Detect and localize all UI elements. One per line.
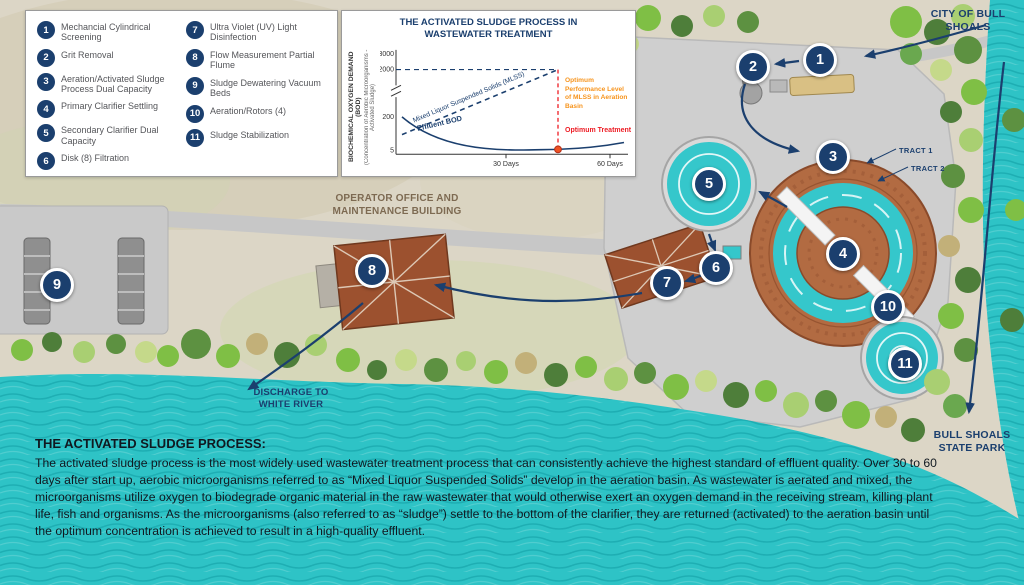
legend-item-6: 6 Disk (8) Filtration [37,151,180,171]
optimum-point [554,145,562,154]
legend-number-badge: 7 [186,21,204,39]
map-marker-1: 1 [803,43,837,77]
process-description: THE ACTIVATED SLUDGE PROCESS: The activa… [35,436,941,540]
y-tick-200: 200 [382,114,394,121]
bull-shoals-state-park-label: BULL SHOALS STATE PARK [933,429,1011,455]
legend-item-label: Aeration/Rotors (4) [210,105,287,116]
vacuum-bed-towers [23,237,145,325]
legend-column-2: 7 Ultra Violet (UV) Light Disinfection 8… [186,20,329,170]
chart-plot-area: 3000 2000 200 5 30 Days 60 Days Mixed Li… [378,44,631,173]
flow-arrows [247,23,1006,415]
legend-panel: 1 Mechancial Cylindrical Screening 2 Gri… [25,10,338,177]
legend-item-label: Grit Removal [61,49,114,60]
optimum-mlss-annotation: Optimum Performance Level of MLSS in Aer… [565,77,628,110]
legend-item-8: 8 Flow Measurement Partial Flume [186,48,329,71]
tract-2-leader [877,166,909,182]
legend-number-badge: 9 [186,76,204,95]
headworks-equipment [739,68,855,105]
trees [11,4,1024,442]
bod-chart-panel: THE ACTIVATED SLUDGE PROCESS IN WASTEWAT… [341,10,636,177]
legend-item-label: Sludge Dewatering Vacuum Beds [210,77,321,99]
legend-item-9: 9 Sludge Dewatering Vacuum Beds [186,76,329,99]
legend-item-11: 11 Sludge Stabilization [186,128,329,147]
legend-number-badge: 4 [37,100,55,119]
map-marker-10: 10 [871,290,905,324]
map-marker-4: 4 [826,237,860,271]
legend-number-badge: 2 [37,48,55,67]
map-marker-5: 5 [692,167,726,201]
legend-item-1: 1 Mechancial Cylindrical Screening [37,20,180,43]
legend-item-4: 4 Primary Clarifier Settling [37,99,180,119]
map-marker-3: 3 [816,140,850,174]
legend-number-badge: 3 [37,72,55,91]
discharge-to-white-river-label: DISCHARGE TO WHITE RIVER [253,387,329,410]
x-tick-30-days: 30 Days [493,161,519,168]
map-marker-6: 6 [699,251,733,285]
operator-office-label: OPERATOR OFFICE AND MAINTENANCE BUILDING [332,193,462,217]
chart-title: THE ACTIVATED SLUDGE PROCESS IN WASTEWAT… [399,17,578,40]
legend-item-3: 3 Aeration/Activated Sludge Process Dual… [37,72,180,95]
y-tick-2000: 2000 [380,67,394,74]
legend-item-label: Primary Clarifier Settling [61,101,159,112]
legend-column-1: 1 Mechancial Cylindrical Screening 2 Gri… [37,20,180,171]
legend-item-5: 5 Secondary Clarifier Dual Capacity [37,123,180,146]
legend-item-label: Ultra Violet (UV) Light Disinfection [210,22,297,43]
optimum-treatment-annotation: Optimum Treatment [565,127,632,134]
legend-item-label: Disk (8) Filtration [61,153,130,164]
legend-item-label: Secondary Clarifier Dual Capacity [61,125,159,146]
legend-number-badge: 1 [37,21,55,39]
x-tick-60-days: 60 Days [597,161,623,168]
chart-y-axis-label: BIOCHEMICAL OXYGEN DEMAND (BOD) (Concent… [347,49,376,165]
aerator-bridge [776,186,836,246]
legend-item-label: Sludge Stabilization [210,129,290,140]
legend-item-10: 10 Aeration/Rotors (4) [186,104,329,123]
legend-item-label: Aeration/Activated Sludge Process Dual C… [61,73,165,95]
legend-number-badge: 8 [186,48,204,67]
map-marker-2: 2 [736,50,770,84]
tract-1-label: TRACT 1 [899,146,933,155]
map-marker-11: 11 [888,347,922,381]
city-of-bull-shoals-label: CITY OF BULL SHOALS [930,8,1006,34]
legend-number-badge: 11 [186,128,204,147]
legend-number-badge: 5 [37,124,55,143]
chart-plot-svg: 3000 2000 200 5 30 Days 60 Days [378,49,628,168]
map-marker-7: 7 [650,266,684,300]
legend-item-label: Mechancial Cylindrical Screening [61,22,151,43]
tract-2-label: TRACT 2 [911,164,945,173]
process-description-heading: THE ACTIVATED SLUDGE PROCESS: [35,436,266,451]
process-description-body: The activated sludge process is the most… [35,456,937,539]
map-marker-8: 8 [355,254,389,288]
legend-number-badge: 10 [186,104,204,123]
tract-1-leader [866,148,897,164]
legend-item-7: 7 Ultra Violet (UV) Light Disinfection [186,20,329,43]
legend-item-label: Flow Measurement Partial Flume [210,49,315,71]
map-marker-9: 9 [40,268,74,302]
y-tick-5: 5 [390,147,394,154]
legend-number-badge: 6 [37,152,55,171]
legend-item-2: 2 Grit Removal [37,48,180,67]
y-tick-3000: 3000 [380,51,394,58]
